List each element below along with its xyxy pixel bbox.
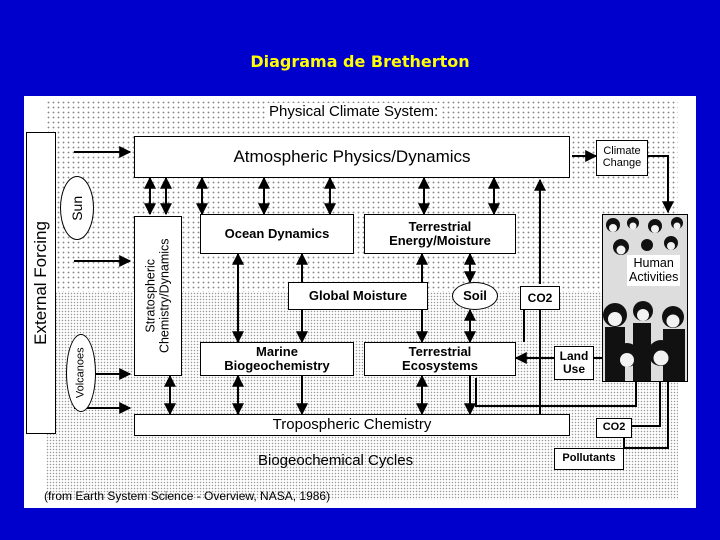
land-use-line1: Land bbox=[559, 349, 589, 364]
climate-change-line1: Climate bbox=[603, 145, 641, 158]
marine-line2: Biogeochemistry bbox=[224, 358, 330, 373]
terrestrial-eco-line2: Ecosystems bbox=[402, 358, 478, 373]
human-activities-label: Human Activities bbox=[627, 255, 681, 286]
slide-title: Diagrama de Bretherton bbox=[250, 52, 470, 71]
stratospheric-box: Stratospheric Chemistry/Dynamics bbox=[134, 216, 182, 376]
pollutants-box: Pollutants bbox=[554, 448, 624, 470]
physical-climate-system-label: Physical Climate System: bbox=[266, 103, 442, 120]
external-forcing-box: External Forcing bbox=[26, 132, 56, 434]
terrestrial-energy-line1: Terrestrial bbox=[408, 219, 472, 235]
tropospheric-chemistry-box: Tropospheric Chemistry bbox=[134, 414, 570, 436]
co2-upper-box: CO2 bbox=[520, 286, 560, 310]
human-activities-box: Human Activities bbox=[602, 214, 688, 382]
co2-upper-label: CO2 bbox=[527, 290, 553, 305]
climate-change-line2: Change bbox=[602, 157, 642, 169]
human-activities-line1: Human bbox=[633, 256, 674, 270]
sun-label: Sun bbox=[68, 195, 85, 221]
land-use-line2: Use bbox=[562, 362, 585, 376]
soil-label: Soil bbox=[463, 288, 487, 304]
ocean-dynamics-box: Ocean Dynamics bbox=[200, 214, 354, 254]
marine-biogeochemistry-box: Marine Biogeochemistry bbox=[200, 342, 354, 376]
co2-lower-label: CO2 bbox=[602, 421, 626, 434]
stratospheric-line2: Chemistry/Dynamics bbox=[157, 238, 172, 354]
volcanoes-box: Volcanoes bbox=[66, 334, 96, 412]
atmospheric-label: Atmospheric Physics/Dynamics bbox=[233, 147, 471, 167]
volcanoes-label: Volcanoes bbox=[74, 347, 87, 399]
external-forcing-label: External Forcing bbox=[31, 221, 51, 345]
soil-box: Soil bbox=[452, 282, 498, 310]
atmospheric-box: Atmospheric Physics/Dynamics bbox=[134, 136, 570, 178]
biogeochemical-cycles-label: Biogeochemical Cycles bbox=[258, 452, 414, 469]
tropospheric-label: Tropospheric Chemistry bbox=[272, 416, 432, 434]
crowd-photo bbox=[603, 215, 687, 381]
terrestrial-ecosystems-box: Terrestrial Ecosystems bbox=[364, 342, 516, 376]
global-moisture-label: Global Moisture bbox=[308, 288, 408, 304]
source-citation: (from Earth System Science - Overview, N… bbox=[44, 489, 331, 503]
ocean-dynamics-label: Ocean Dynamics bbox=[224, 226, 330, 242]
stratospheric-label: Stratospheric Chemistry/Dynamics bbox=[143, 238, 172, 354]
pollutants-label: Pollutants bbox=[562, 452, 616, 465]
global-moisture-box: Global Moisture bbox=[288, 282, 428, 310]
co2-lower-box: CO2 bbox=[596, 418, 632, 438]
land-use-box: Land Use bbox=[554, 346, 594, 380]
terrestrial-eco-line1: Terrestrial bbox=[408, 344, 472, 360]
stratospheric-line1: Stratospheric bbox=[143, 259, 158, 333]
sun-box: Sun bbox=[60, 176, 94, 240]
climate-change-box: Climate Change bbox=[596, 140, 648, 176]
bretherton-diagram: Physical Climate System: External Forcin… bbox=[24, 96, 696, 508]
human-activities-line2: Activities bbox=[629, 270, 679, 285]
terrestrial-energy-box: Terrestrial Energy/Moisture bbox=[364, 214, 516, 254]
terrestrial-energy-line2: Energy/Moisture bbox=[389, 233, 491, 248]
marine-line1: Marine bbox=[256, 344, 298, 360]
